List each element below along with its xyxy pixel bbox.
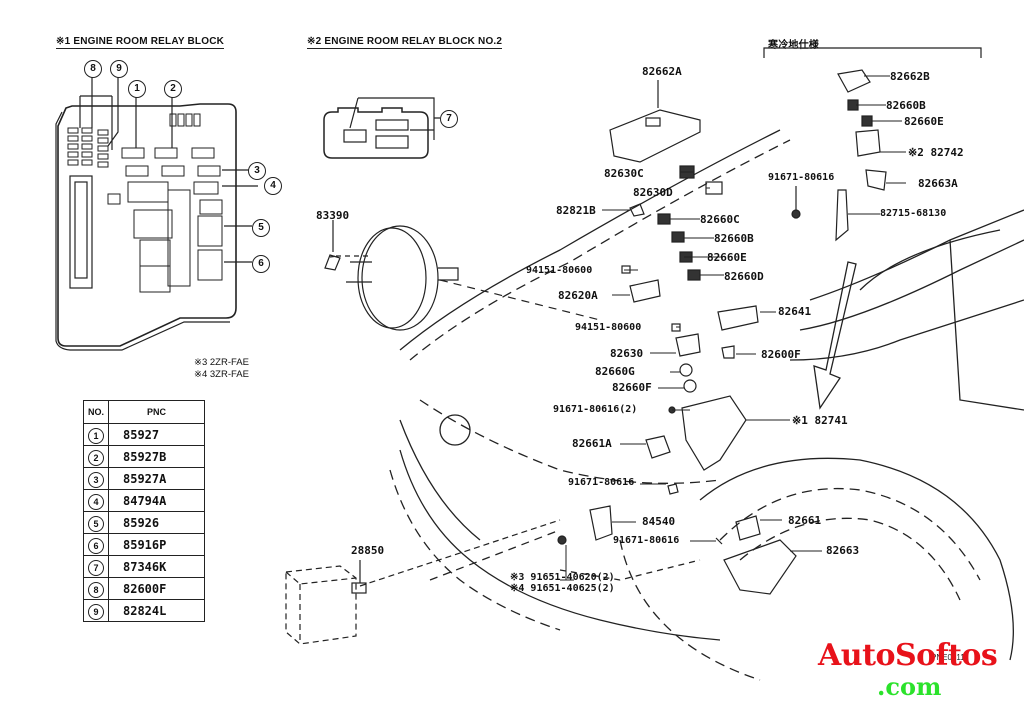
part-label-94151-b: 94151-80600	[575, 322, 642, 333]
car-body-drawing	[389, 129, 1024, 681]
watermark-brand: AutoSoftos	[818, 638, 998, 673]
part-label-82641: 82641	[778, 305, 812, 318]
battery-drawing	[285, 519, 561, 645]
header-pnc: PNC	[108, 400, 205, 424]
arrow-indicator	[813, 261, 857, 410]
part-label-91651-40620: ※3 91651-40620(2)	[510, 572, 615, 583]
part-label-91671-cold: 91671-80616	[768, 172, 835, 183]
callout-4: 4	[264, 177, 282, 195]
pnc-table-header: NO. PNC	[83, 400, 205, 424]
cold-climate-header: 寒冷地仕様	[768, 40, 819, 51]
part-label-82660b-cold: 82660B	[886, 99, 926, 112]
row-pnc: 85916P	[108, 533, 205, 556]
callout-5: 5	[252, 219, 270, 237]
engine-note-3zr: ※4 3ZR-FAE	[194, 369, 249, 380]
part-label-82630: 82630	[610, 347, 644, 360]
figure-reference: PNE0911	[931, 653, 965, 662]
row-number: 5	[88, 515, 104, 532]
part-label-82741: ※1 82741	[792, 414, 848, 427]
part-label-82660d: 82660D	[724, 270, 764, 283]
row-number: 7	[88, 559, 104, 576]
part-label-82663a: 82663A	[918, 177, 958, 190]
part-label-82715: 82715-68130	[880, 208, 947, 219]
part-label-82660f: 82660F	[612, 381, 652, 394]
brake-booster-drawing	[324, 220, 601, 331]
relay-block-1-drawing	[55, 76, 258, 351]
relay-block-1-header: ※1 ENGINE ROOM RELAY BLOCK	[56, 36, 225, 49]
watermark-domain: .com	[877, 672, 942, 701]
part-label-91671-2: 91671-80616(2)	[553, 404, 638, 415]
row-pnc: 85926	[108, 511, 205, 534]
battery-sensor	[351, 582, 367, 594]
row-number: 2	[88, 449, 104, 466]
part-label-82660g: 82660G	[595, 365, 635, 378]
part-label-82661a: 82661A	[572, 437, 612, 450]
row-pnc: 87346K	[108, 555, 205, 578]
part-label-82630c: 82630C	[604, 167, 644, 180]
cold-climate-bracket	[763, 47, 982, 58]
row-number: 6	[88, 537, 104, 554]
part-label-94151-a: 94151-80600	[526, 265, 593, 276]
part-label-28850: 28850	[351, 544, 385, 557]
part-label-82660e-cold: 82660E	[904, 115, 944, 128]
callout-7: 7	[440, 110, 458, 128]
row-number: 1	[88, 427, 104, 444]
part-label-82663: 82663	[826, 544, 860, 557]
part-label-82742: ※2 82742	[908, 146, 964, 159]
part-label-82662a: 82662A	[642, 65, 682, 78]
component-shapes	[557, 69, 887, 595]
row-pnc: 85927B	[108, 445, 205, 468]
row-number: 3	[88, 471, 104, 488]
relay-block-2-header: ※2 ENGINE ROOM RELAY BLOCK NO.2	[307, 36, 503, 49]
part-label-82600f: 82600F	[761, 348, 801, 361]
row-pnc: 85927	[108, 423, 205, 446]
part-label-83390: 83390	[316, 209, 350, 222]
part-label-82660c: 82660C	[700, 213, 740, 226]
engine-note-2zr: ※3 2ZR-FAE	[194, 357, 249, 368]
part-label-82662b: 82662B	[890, 70, 930, 83]
callout-6: 6	[252, 255, 270, 273]
header-no: NO.	[83, 400, 109, 424]
row-pnc: 82600F	[108, 577, 205, 600]
row-pnc: 84794A	[108, 489, 205, 512]
part-label-91671-c: 91671-80616	[568, 477, 635, 488]
callout-3: 3	[248, 162, 266, 180]
row-pnc: 85927A	[108, 467, 205, 490]
row-pnc: 82824L	[108, 599, 205, 622]
part-label-91651-40625: ※4 91651-40625(2)	[510, 583, 615, 594]
part-label-82620a: 82620A	[558, 289, 598, 302]
callout-9: 9	[110, 60, 128, 78]
part-label-82660b: 82660B	[714, 232, 754, 245]
callout-8: 8	[84, 60, 102, 78]
row-number: 4	[88, 493, 104, 510]
callout-1: 1	[128, 80, 146, 98]
part-label-84540: 84540	[642, 515, 676, 528]
part-label-82661: 82661	[788, 514, 822, 527]
row-number: 9	[88, 603, 104, 620]
part-label-91671-d: 91671-80616	[613, 535, 680, 546]
part-label-82660e: 82660E	[707, 251, 747, 264]
part-label-82821b: 82821B	[556, 204, 596, 217]
callout-2: 2	[164, 80, 182, 98]
part-label-82630d: 82630D	[633, 186, 673, 199]
row-number: 8	[88, 581, 104, 598]
relay-block-2-drawing	[323, 97, 440, 159]
leader-lines	[560, 75, 906, 581]
